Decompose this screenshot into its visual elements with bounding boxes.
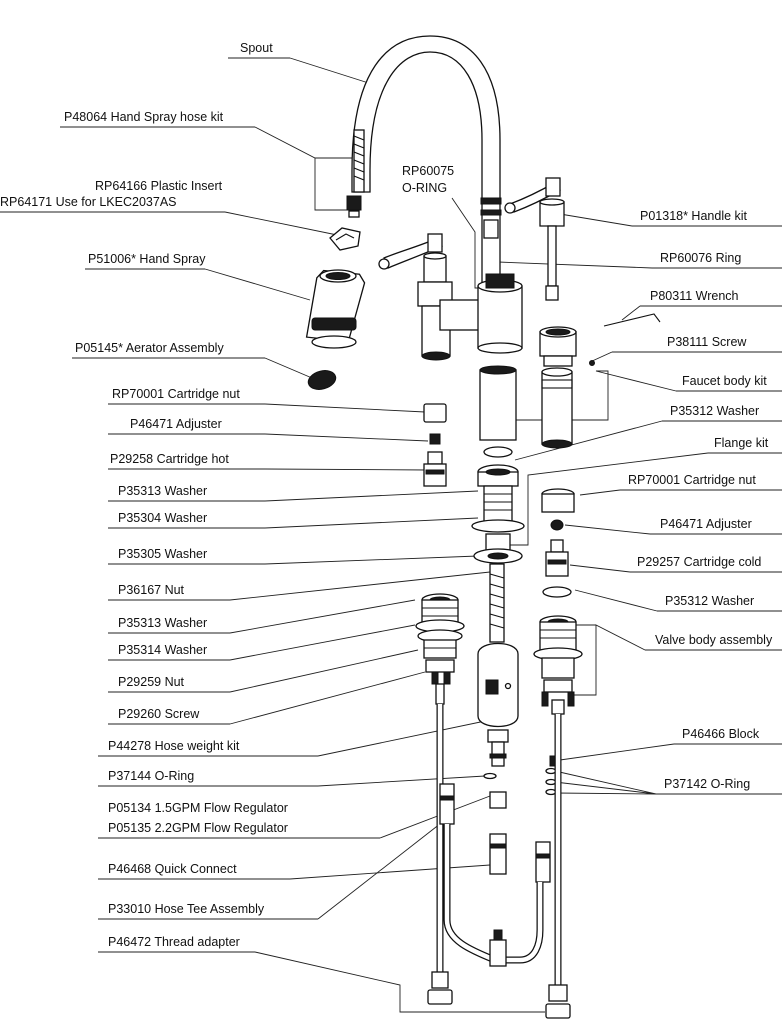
faucet-body-left-part	[417, 281, 453, 361]
left-valve-body-part	[415, 593, 465, 705]
label-faucet-body-kit: Faucet body kit	[682, 374, 767, 388]
parts	[305, 35, 661, 1019]
label-cartridge-hot: P29258 Cartridge hot	[110, 452, 229, 466]
label-flow-regulator-1: P05134 1.5GPM Flow Regulator	[108, 801, 288, 815]
hand-spray-hose-part	[346, 129, 365, 218]
center-cylinder-part	[479, 365, 517, 441]
label-cartridge-cold: P29257 Cartridge cold	[637, 555, 761, 569]
thread-adapter-parts	[427, 989, 571, 1019]
label-oring-rp60075-2: O-RING	[402, 181, 447, 195]
label-flow-regulator-2: P05135 2.2GPM Flow Regulator	[108, 821, 288, 835]
label-flange-kit: Flange kit	[714, 436, 769, 450]
left-labels: Spout P48064 Hand Spray hose kit RP64166…	[0, 41, 545, 1013]
label-wrench: P80311 Wrench	[650, 289, 739, 303]
right-valve-body-part	[533, 615, 583, 715]
label-adjuster-left: P46471 Adjuster	[130, 417, 222, 431]
label-thread-adapter: P46472 Thread adapter	[108, 935, 240, 949]
right-labels: RP60075 O-RING P01318* Handle kit RP6007…	[402, 164, 782, 795]
aerator-part	[307, 370, 337, 390]
left-cartridge-parts	[423, 403, 447, 487]
label-washer-35305: P35305 Washer	[118, 547, 207, 561]
label-screw-38111: P38111 Screw	[667, 335, 747, 349]
left-handle-part	[378, 233, 447, 283]
label-washer-35304: P35304 Washer	[118, 511, 207, 525]
label-washer-35313-b: P35313 Washer	[118, 616, 207, 630]
supply-hoses	[431, 704, 568, 1002]
label-nut-29259: P29259 Nut	[118, 675, 185, 689]
label-hose-weight-kit: P44278 Hose weight kit	[108, 739, 240, 753]
label-spout: Spout	[240, 41, 273, 55]
label-washer-35312-a: P35312 Washer	[670, 404, 759, 418]
label-washer-35314: P35314 Washer	[118, 643, 207, 657]
label-valve-body-assembly: Valve body assembly	[655, 633, 773, 647]
label-block-46466: P46466 Block	[682, 727, 760, 741]
label-nut-36167: P36167 Nut	[118, 583, 185, 597]
wrench-part	[603, 313, 661, 327]
center-flange-parts	[471, 446, 525, 564]
plastic-insert-part	[329, 227, 361, 251]
label-cartridge-nut-left: RP70001 Cartridge nut	[112, 387, 240, 401]
label-plastic-insert-2: RP64171 Use for LKEC2037AS	[0, 195, 177, 209]
label-screw-29260: P29260 Screw	[118, 707, 200, 721]
label-ring-rp60076: RP60076 Ring	[660, 251, 741, 265]
label-washer-35313-a: P35313 Washer	[118, 484, 207, 498]
hose-tee-part	[443, 824, 544, 967]
label-quick-connect: P46468 Quick Connect	[108, 862, 237, 876]
label-oring-rp60075-1: RP60075	[402, 164, 454, 178]
label-cartridge-nut-right: RP70001 Cartridge nut	[628, 473, 756, 487]
label-hand-spray-hose-kit: P48064 Hand Spray hose kit	[64, 110, 224, 124]
label-handle-kit: P01318* Handle kit	[640, 209, 748, 223]
faucet-body-right-part	[539, 326, 595, 367]
right-cylinder-part	[541, 367, 573, 449]
right-handle-part	[504, 177, 565, 301]
label-oring-37142: P37142 O-Ring	[664, 777, 750, 791]
faucet-body-center-part	[439, 273, 523, 354]
label-plastic-insert-1: RP64166 Plastic Insert	[95, 179, 223, 193]
label-aerator-assembly: P05145* Aerator Assembly	[75, 341, 224, 355]
hose-weight-part	[477, 563, 519, 767]
label-hand-spray: P51006* Hand Spray	[88, 252, 206, 266]
label-adjuster-right: P46471 Adjuster	[660, 517, 752, 531]
hand-spray-part	[305, 269, 366, 349]
label-washer-35312-b: P35312 Washer	[665, 594, 754, 608]
label-hose-tee-assembly: P33010 Hose Tee Assembly	[108, 902, 265, 916]
label-oring-37144: P37144 O-Ring	[108, 769, 194, 783]
right-cartridge-parts	[541, 488, 575, 598]
